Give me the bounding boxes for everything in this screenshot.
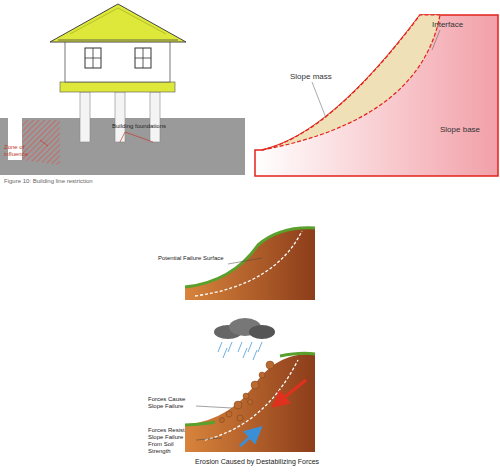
interface-label: Interface (432, 20, 482, 29)
failure-surface-label: Potential Failure Surface (158, 255, 230, 262)
figure-caption: Figure 10: Building line restriction (4, 178, 184, 185)
cause-forces-label: Forces Cause Slope Failure (148, 396, 196, 410)
foundation-label: Building foundations (112, 123, 172, 130)
slope-base-label: Slope base (440, 125, 495, 134)
figure-caption: Erosion Caused by Destabilizing Forces (195, 458, 355, 466)
resist-forces-label: Forces Resist Slope Failure From Soil St… (148, 427, 196, 455)
slope-mass-label: Slope mass (290, 72, 340, 81)
zone-label: Zone of influence (4, 144, 44, 158)
